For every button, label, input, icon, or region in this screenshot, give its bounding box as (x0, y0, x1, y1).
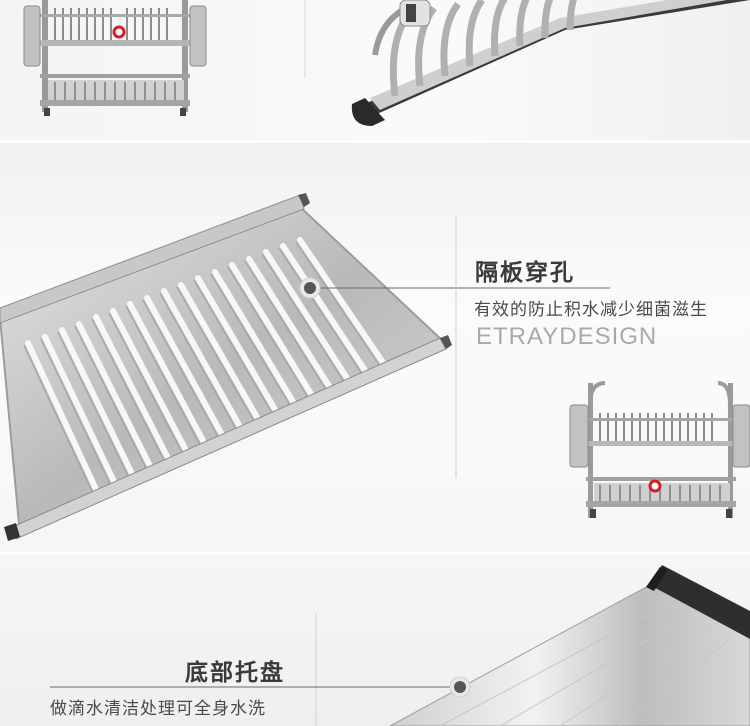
callout-dot (454, 681, 466, 693)
perforated-shelf (0, 193, 452, 541)
perforated-shelf-illustration (0, 193, 750, 541)
drip-tray (389, 565, 750, 726)
feature-title-perforated: 隔板穿孔 (475, 260, 575, 286)
drip-tray-section: 底部托盘 做滴水清洁处理可全身水洗 (0, 555, 750, 726)
feature-title-tray: 底部托盘 (185, 660, 285, 686)
perforated-shelf-section: 隔板穿孔 有效的防止积水减少细菌滋生 ETRAYDESIGN (0, 143, 750, 555)
feature-subtitle-perforated: 有效的防止积水减少细菌滋生 (474, 300, 708, 320)
dish-rack-thumbnail-top (23, 0, 207, 116)
drip-tray-illustration (50, 565, 750, 726)
feature-subtitle-tray: 做滴水清洁处理可全身水洗 (50, 699, 266, 719)
highlight-marker (648, 479, 662, 493)
rack-closeup-top (351, 0, 750, 126)
dish-rack-thumbnail-mid (569, 381, 750, 518)
top-product-section (0, 0, 750, 143)
top-product-illustration (23, 0, 750, 126)
brand-name: ETRAYDESIGN (476, 323, 658, 350)
callout-dot (304, 282, 316, 294)
highlight-marker (112, 25, 126, 39)
